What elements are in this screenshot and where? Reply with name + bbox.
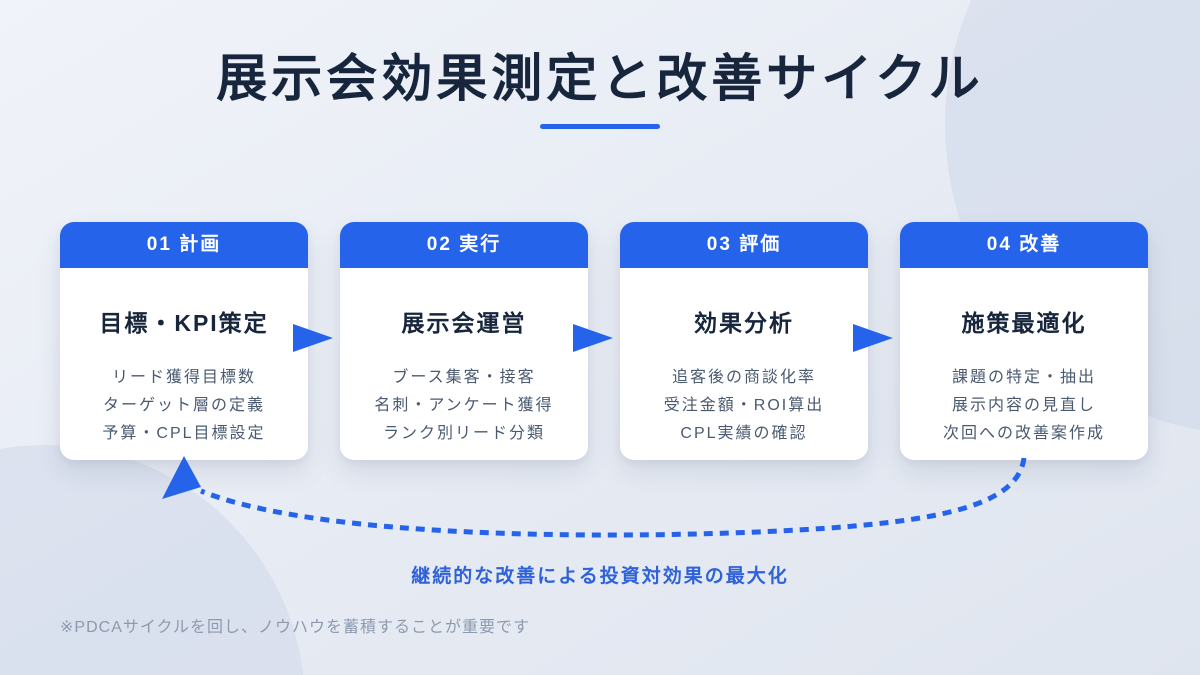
card-title: 効果分析 (694, 310, 794, 336)
card-01-plan: 01 計画 目標・KPI策定 リード獲得目標数 ターゲット層の定義 予算・CPL… (60, 222, 308, 460)
arrow-right-icon (853, 324, 893, 352)
pdca-cards-row: 01 計画 目標・KPI策定 リード獲得目標数 ターゲット層の定義 予算・CPL… (60, 222, 1148, 460)
card-item-list: 課題の特定・抽出 展示内容の見直し 次回への改善案作成 (900, 364, 1148, 448)
card-title: 展示会運営 (401, 310, 527, 336)
card-item: 次回への改善案作成 (942, 425, 1105, 442)
slide-header: 展示会効果測定と改善サイクル (0, 52, 1200, 129)
card-04-act: 04 改善 施策最適化 課題の特定・抽出 展示内容の見直し 次回への改善案作成 (900, 222, 1148, 460)
card-item: 追客後の商談化率 (671, 369, 816, 386)
card-03-check: 03 評価 効果分析 追客後の商談化率 受注金額・ROI算出 CPL実績の確認 (620, 222, 868, 460)
step-badge: 03 評価 (620, 222, 868, 268)
card-02-do: 02 実行 展示会運営 ブース集客・接客 名刺・アンケート獲得 ランク別リード分… (340, 222, 588, 460)
cycle-caption: 継続的な改善による投資対効果の最大化 (411, 566, 789, 587)
card-item: 予算・CPL目標設定 (102, 425, 266, 442)
step-badge: 04 改善 (900, 222, 1148, 268)
card-title: 施策最適化 (961, 310, 1087, 336)
card-item: CPL実績の確認 (680, 425, 808, 442)
step-badge: 01 計画 (60, 222, 308, 268)
arrow-right-icon (293, 324, 333, 352)
arrowhead-up-icon (162, 456, 201, 499)
page-title: 展示会効果測定と改善サイクル (216, 50, 984, 107)
dashed-curve (200, 457, 1027, 538)
card-item: 課題の特定・抽出 (951, 369, 1096, 386)
card-item: リード獲得目標数 (111, 369, 256, 386)
arrow-right-icon (573, 324, 613, 352)
footer-note: ※PDCAサイクルを回し、ノウハウを蓄積することが重要です (60, 619, 531, 636)
card-item: 展示内容の見直し (951, 397, 1096, 414)
card-item-list: 追客後の商談化率 受注金額・ROI算出 CPL実績の確認 (620, 364, 868, 448)
card-title: 目標・KPI策定 (99, 310, 269, 336)
card-item-list: リード獲得目標数 ターゲット層の定義 予算・CPL目標設定 (60, 364, 308, 448)
title-underline (540, 124, 660, 129)
card-item: 名刺・アンケート獲得 (374, 397, 554, 414)
card-item: ターゲット層の定義 (102, 397, 265, 414)
card-item-list: ブース集客・接客 名刺・アンケート獲得 ランク別リード分類 (340, 364, 588, 448)
card-item: 受注金額・ROI算出 (663, 397, 825, 414)
card-item: ブース集客・接客 (392, 369, 536, 386)
step-badge: 02 実行 (340, 222, 588, 268)
card-item: ランク別リード分類 (382, 425, 545, 442)
